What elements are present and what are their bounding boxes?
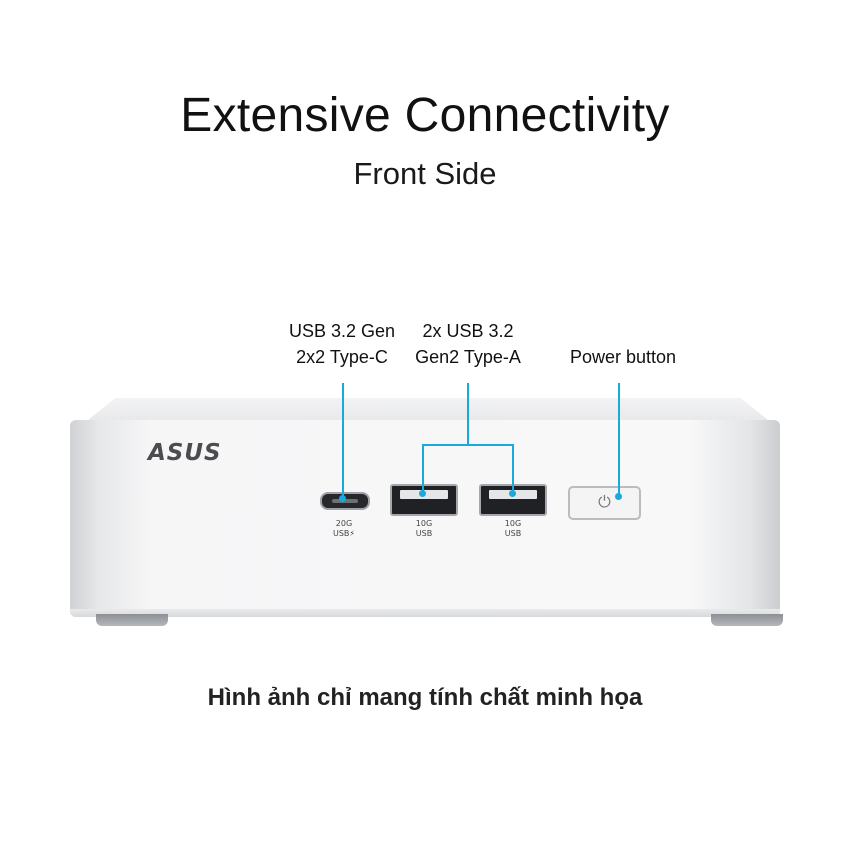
usb-a-2-type-label: USB [504, 529, 522, 538]
usb-a-1-speed-label: 10G [415, 519, 433, 528]
callout-usb-a-line2: Gen2 Type-A [415, 347, 521, 367]
callout-power-line1: Power button [569, 347, 677, 367]
callout-usb-a: 2x USB 3.2 Gen2 Type-A [398, 318, 538, 370]
device-foot-right [711, 614, 783, 626]
leader-dot-usb-a-2 [509, 490, 516, 497]
usb-c-speed-label: 20G [335, 519, 353, 528]
asus-logo: ASUS [148, 440, 222, 466]
callout-usb-a-line1: 2x USB 3.2 [422, 321, 514, 341]
leader-line-usb-a-bar [422, 444, 514, 446]
leader-dot-usb-a-1 [419, 490, 426, 497]
power-button[interactable]: ⏻ [568, 486, 641, 520]
leader-line-power [618, 383, 620, 497]
callout-usb-c-line2: 2x2 Type-C [296, 347, 388, 367]
usb-c-type-label: USB⚡ [332, 529, 356, 538]
leader-line-usb-a-1 [422, 444, 424, 494]
usb-a-2-speed-label: 10G [504, 519, 522, 528]
callout-power: Power button [548, 344, 698, 370]
callout-usb-c-line1: USB 3.2 Gen [288, 321, 396, 341]
usb-c-port-label: 20G USB⚡ [318, 519, 370, 539]
leader-dot-usb-c [339, 495, 346, 502]
page-subtitle: Front Side [353, 156, 497, 191]
disclaimer-text: Hình ảnh chỉ mang tính chất minh họa [207, 684, 643, 711]
usb-a-1-type-label: USB [415, 529, 433, 538]
leader-line-usb-a-2 [512, 444, 514, 494]
usb-a-1-port-label: 10G USB [392, 519, 456, 539]
device-top-surface [88, 398, 768, 420]
callout-usb-c: USB 3.2 Gen 2x2 Type-C [272, 318, 412, 370]
page-title: Extensive Connectivity [180, 89, 670, 142]
device-foot-left [96, 614, 168, 626]
usb-c-port [320, 492, 370, 510]
power-icon: ⏻ [598, 494, 611, 511]
leader-line-usb-a-stem [467, 383, 469, 445]
leader-line-usb-c [342, 383, 344, 499]
device-front-panel [70, 420, 780, 617]
leader-dot-power [615, 493, 622, 500]
usb-a-port-1 [390, 484, 458, 516]
usb-a-2-port-label: 10G USB [481, 519, 545, 539]
